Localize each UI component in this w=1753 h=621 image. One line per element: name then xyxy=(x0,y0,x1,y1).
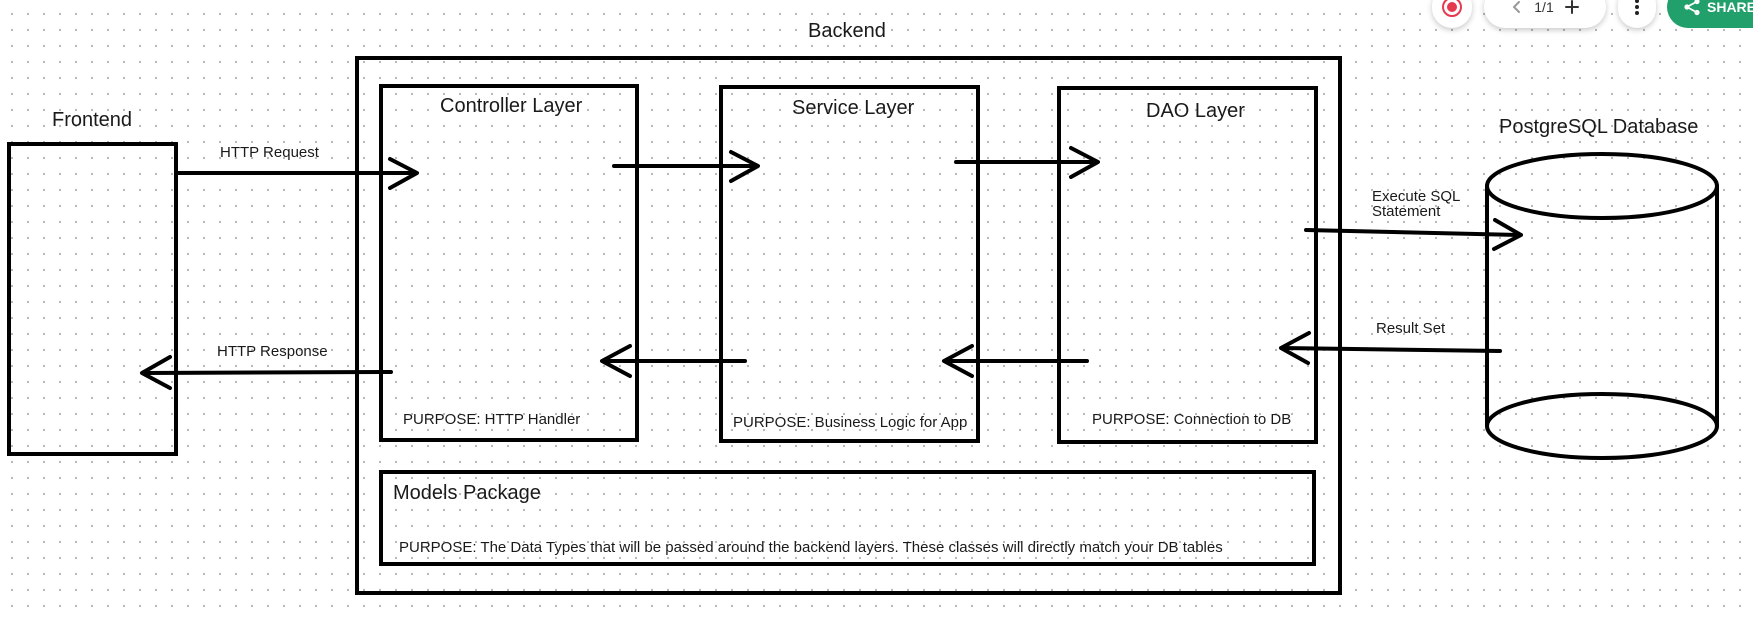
dao-layer-title: DAO Layer xyxy=(1146,100,1245,122)
arrow-controller-to-service[interactable] xyxy=(612,150,760,183)
frontend-title: Frontend xyxy=(52,109,133,131)
dao-purpose: PURPOSE: Connection to DB xyxy=(1092,411,1292,428)
http-request-label: HTTP Request xyxy=(220,144,319,161)
models-package-title: Models Package xyxy=(393,482,541,504)
service-layer-title: Service Layer xyxy=(792,97,915,119)
models-purpose: PURPOSE: The Data Types that will be pas… xyxy=(399,539,1223,556)
backend-container[interactable] xyxy=(355,56,1342,595)
page-navigator: 1/1 xyxy=(1484,0,1606,28)
service-layer-box[interactable] xyxy=(719,85,980,443)
share-button[interactable]: SHARE xyxy=(1667,0,1753,28)
page-indicator: 1/1 xyxy=(1534,0,1554,15)
record-icon xyxy=(1442,0,1462,17)
more-vertical-icon xyxy=(1635,0,1639,15)
chevron-left-icon[interactable] xyxy=(1510,0,1524,14)
http-response-label: HTTP Response xyxy=(217,343,328,360)
service-purpose: PURPOSE: Business Logic for App xyxy=(733,414,968,431)
execute-sql-label-line1: Execute SQL xyxy=(1372,188,1461,205)
arrow-result-set[interactable] xyxy=(1279,331,1502,365)
controller-layer-box[interactable] xyxy=(379,84,639,442)
dao-layer-box[interactable] xyxy=(1057,86,1318,444)
postgresql-database-cylinder[interactable] xyxy=(1480,146,1725,471)
arrow-service-to-controller[interactable] xyxy=(600,344,747,378)
frontend-box[interactable] xyxy=(7,142,178,456)
arrow-http-response[interactable] xyxy=(140,355,393,390)
arrow-http-request[interactable] xyxy=(176,157,419,190)
result-set-label: Result Set xyxy=(1376,320,1446,337)
arrow-dao-to-service[interactable] xyxy=(942,344,1089,378)
arrow-execute-sql[interactable] xyxy=(1304,218,1523,251)
share-icon xyxy=(1684,0,1700,16)
controller-layer-title: Controller Layer xyxy=(440,95,583,117)
arrow-service-to-dao[interactable] xyxy=(954,146,1100,179)
plus-icon[interactable] xyxy=(1564,0,1580,15)
controller-purpose: PURPOSE: HTTP Handler xyxy=(403,411,581,428)
database-title: PostgreSQL Database xyxy=(1499,116,1699,138)
backend-title: Backend xyxy=(808,20,886,42)
models-package-box[interactable] xyxy=(379,470,1316,566)
share-label: SHARE xyxy=(1707,0,1753,15)
execute-sql-label-line2: Statement xyxy=(1372,203,1441,220)
